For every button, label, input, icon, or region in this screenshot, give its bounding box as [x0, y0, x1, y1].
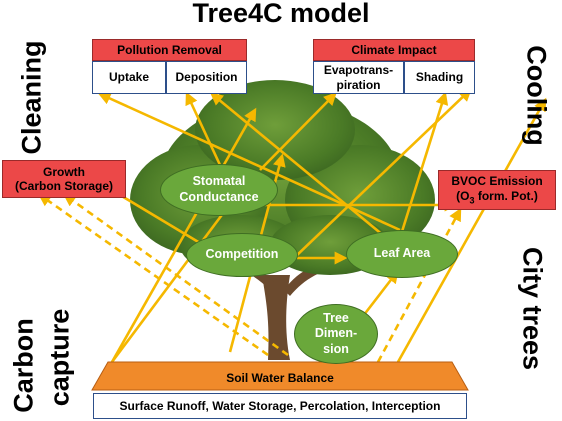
competition-node: Competition	[186, 233, 298, 277]
evapotranspiration-line2: piration	[336, 77, 381, 92]
tree-dimension-line3: sion	[323, 341, 349, 356]
bvoc-sublabel: (O3 form. Pot.)	[456, 189, 538, 206]
growth-label: Growth	[43, 164, 85, 179]
climate-impact-header: Climate Impact	[313, 39, 475, 61]
growth-box: Growth (Carbon Storage)	[2, 160, 126, 198]
label-cooling: Cooling	[521, 45, 552, 146]
leaf-area-node: Leaf Area	[346, 230, 458, 278]
label-carbon: Carbon	[8, 318, 39, 413]
tree-illustration	[130, 80, 435, 360]
dashed-arrows	[37, 193, 462, 363]
diagram-title: Tree4C model	[192, 0, 370, 28]
soil-water-balance-label: Soil Water Balance	[226, 371, 334, 385]
shading-box: Shading	[404, 61, 475, 94]
tree-dimension-line2: Dimen-	[314, 326, 358, 341]
stomatal-line2: Conductance	[179, 190, 259, 204]
deposition-box: Deposition	[166, 61, 247, 94]
evapotranspiration-line1: Evapotrans-	[323, 62, 394, 77]
stomatal-line1: Stomatal	[192, 174, 246, 189]
evapotranspiration-box: Evapotrans- piration	[313, 61, 404, 94]
bvoc-sublabel-prefix: (O	[456, 188, 470, 203]
label-city-trees: City trees	[517, 246, 548, 371]
label-cleaning: Cleaning	[16, 40, 47, 155]
stomatal-conductance-node: Stomatal Conductance	[160, 164, 278, 216]
label-capture: capture	[44, 308, 75, 407]
growth-sublabel: (Carbon Storage)	[14, 179, 113, 193]
bvoc-emission-box: BVOC Emission (O3 form. Pot.)	[438, 170, 556, 210]
uptake-box: Uptake	[92, 61, 166, 94]
pollution-removal-header: Pollution Removal	[92, 39, 247, 61]
soil-processes-box: Surface Runoff, Water Storage, Percolati…	[93, 393, 467, 419]
bvoc-sublabel-subscript: 3	[469, 194, 475, 205]
bvoc-sublabel-suffix: form. Pot.)	[474, 188, 538, 203]
bvoc-label: BVOC Emission	[451, 174, 543, 189]
tree-dimension-line1: Tree	[323, 310, 349, 325]
tree-dimension-node: Tree Dimen- sion	[294, 304, 378, 364]
